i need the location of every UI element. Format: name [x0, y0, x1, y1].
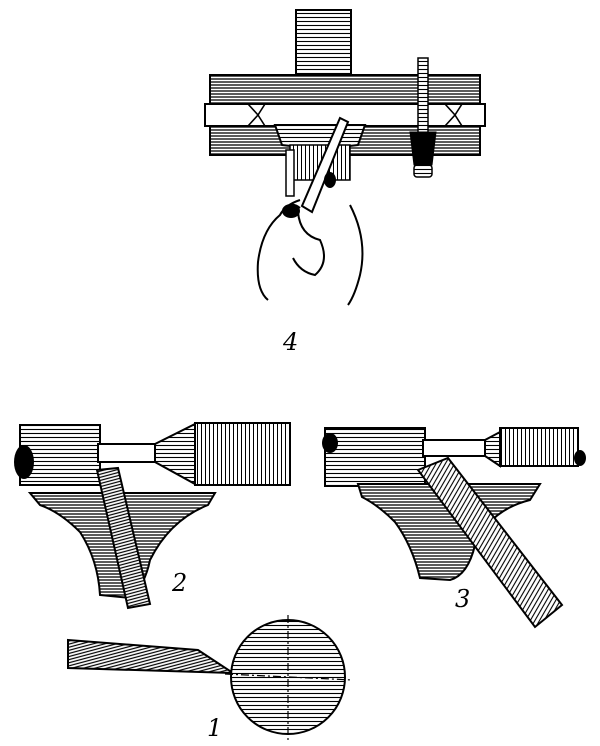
figure-1: 1 [67, 615, 353, 742]
figure-4-label: 4 [282, 328, 298, 356]
taper-3 [484, 430, 501, 468]
headstock-end-2 [14, 445, 34, 479]
figure-3: 3 [322, 427, 586, 629]
workpiece-3 [422, 439, 486, 457]
center-line-horizontal [224, 673, 353, 681]
tailstock-nut [413, 164, 433, 178]
figure-3-label: 3 [455, 585, 470, 613]
headstock-end-3 [322, 433, 338, 453]
shaft-groove-right [444, 103, 463, 127]
figure-4: 4 [204, 9, 486, 356]
thumbnail [324, 172, 336, 188]
tailstock-2 [194, 422, 291, 486]
figure-1-label: 1 [207, 714, 222, 742]
chisel [300, 116, 350, 214]
fingernail [282, 204, 300, 218]
tailstock-chuck [409, 131, 437, 166]
tailstock-rod [417, 57, 429, 135]
tool-3 [416, 456, 564, 629]
workpiece-2 [97, 443, 157, 463]
taper-2 [154, 422, 196, 486]
tailstock-end-3 [574, 450, 586, 466]
figure-2: 2 [14, 422, 291, 610]
tool-rest-3 [356, 483, 542, 582]
tool-2 [95, 466, 152, 610]
tool-1 [67, 638, 237, 675]
adjust-screw [285, 149, 295, 197]
tool-rest [273, 124, 367, 149]
headstock-left-3 [324, 427, 426, 487]
hand [256, 199, 364, 306]
figure-2-label: 2 [171, 569, 187, 597]
headstock-left-2 [19, 424, 101, 486]
shaft-groove-left [247, 103, 266, 127]
tailstock-3 [499, 427, 579, 467]
